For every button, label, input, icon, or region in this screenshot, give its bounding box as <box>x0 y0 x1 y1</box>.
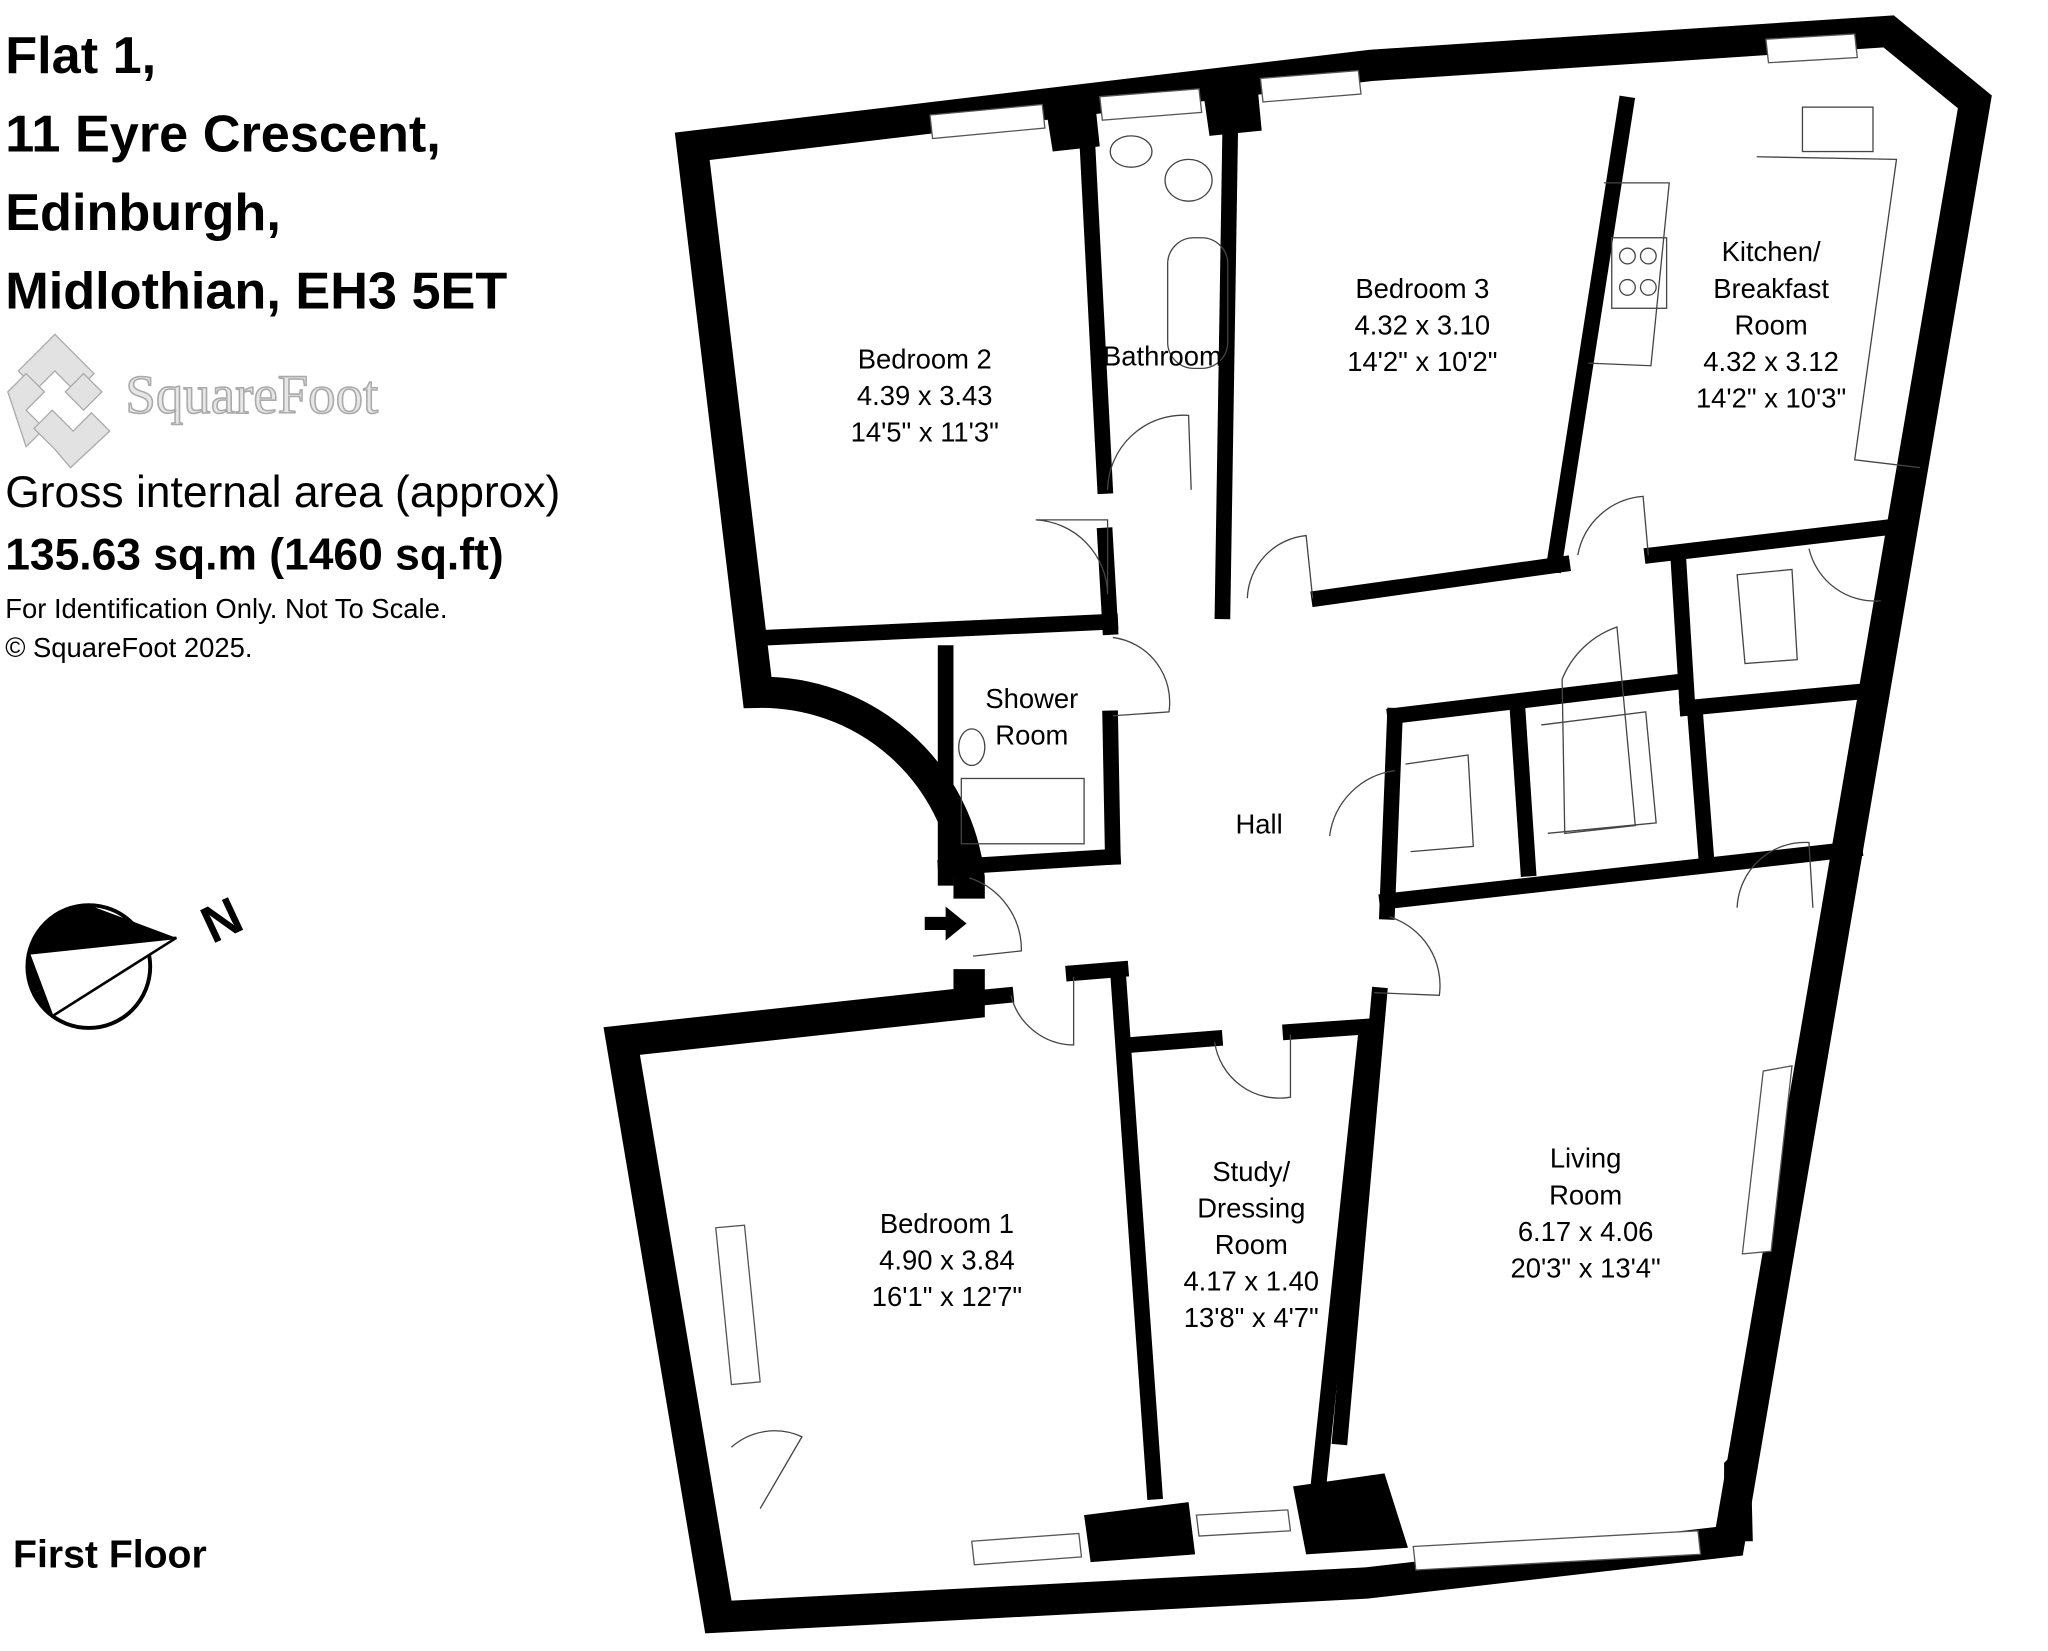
room-study: Study/ Dressing Room 4.17 x 1.40 13'8" x… <box>1183 1156 1319 1333</box>
room-imperial: 14'2" x 10'2" <box>1347 346 1497 377</box>
room-bedroom-2: Bedroom 2 4.39 x 3.43 14'5" x 11'3" <box>851 343 999 447</box>
hob-icon <box>1611 237 1668 309</box>
room-imperial: 14'5" x 11'3" <box>851 417 999 448</box>
room-name: Bedroom 1 <box>880 1208 1014 1239</box>
room-name-line-2: Room <box>1549 1179 1622 1210</box>
floor-label: First Floor <box>13 1533 207 1576</box>
squarefoot-logo: SquareFoot <box>7 333 379 469</box>
room-name-line-3: Room <box>1215 1229 1288 1260</box>
room-name-line-2: Breakfast <box>1713 273 1829 304</box>
room-bedroom-1: Bedroom 1 4.90 x 3.84 16'1" x 12'7" <box>872 1208 1022 1312</box>
room-metric: 6.17 x 4.06 <box>1518 1216 1654 1247</box>
room-kitchen: Kitchen/ Breakfast Room 4.32 x 3.12 14'2… <box>1696 236 1846 413</box>
logo-text: SquareFoot <box>125 364 378 425</box>
room-name-line-1: Living <box>1550 1143 1622 1174</box>
room-shower-room: Shower Room <box>985 683 1078 751</box>
windows <box>715 33 1859 1571</box>
room-name: Bedroom 2 <box>858 343 992 374</box>
address-line-1: Flat 1, <box>5 27 156 85</box>
room-name-line-3: Room <box>1735 309 1808 340</box>
address-line-4: Midlothian, EH3 5ET <box>5 262 507 320</box>
room-imperial: 16'1" x 12'7" <box>872 1281 1022 1312</box>
area-value: 135.63 sq.m (1460 sq.ft) <box>5 530 503 579</box>
room-metric: 4.90 x 3.84 <box>879 1245 1015 1276</box>
room-imperial: 13'8" x 4'7" <box>1184 1302 1319 1333</box>
basin-icon <box>958 728 986 767</box>
room-name: Hall <box>1235 808 1282 839</box>
area-label: Gross internal area (approx) <box>5 468 560 517</box>
shower-tray-icon <box>960 777 1085 845</box>
address-line-2: 11 Eyre Crescent, <box>5 106 441 164</box>
room-name-line-2: Dressing <box>1197 1192 1305 1223</box>
disclaimer: For Identification Only. Not To Scale. <box>5 593 447 624</box>
entrance-arrow-icon <box>924 906 967 941</box>
room-hall: Hall <box>1235 808 1282 839</box>
basin-icon <box>1109 135 1153 168</box>
compass-north-icon: N <box>25 887 252 1030</box>
room-name-line-2: Room <box>995 720 1068 751</box>
room-imperial: 14'2" x 10'3" <box>1696 383 1846 414</box>
room-metric: 4.32 x 3.12 <box>1703 346 1839 377</box>
compass-label: N <box>193 887 252 956</box>
copyright: © SquareFoot 2025. <box>5 632 252 663</box>
room-imperial: 20'3" x 13'4" <box>1510 1252 1660 1283</box>
doors <box>730 414 1881 1509</box>
room-bathroom: Bathroom <box>1103 341 1222 372</box>
fixtures <box>958 106 1921 853</box>
room-name-line-1: Shower <box>985 683 1078 714</box>
sink-icon <box>1801 106 1874 153</box>
wall-piers <box>1044 75 1753 1563</box>
room-bedroom-3: Bedroom 3 4.32 x 3.10 14'2" x 10'2" <box>1347 273 1497 377</box>
room-name: Bathroom <box>1103 341 1222 372</box>
room-metric: 4.17 x 1.40 <box>1183 1265 1319 1296</box>
address-line-3: Edinburgh, <box>5 184 281 242</box>
outer-wall <box>603 15 1992 1634</box>
room-metric: 4.32 x 3.10 <box>1355 309 1491 340</box>
room-name: Bedroom 3 <box>1355 273 1489 304</box>
room-metric: 4.39 x 3.43 <box>857 380 993 411</box>
room-name-line-1: Kitchen/ <box>1722 236 1821 267</box>
bathtub-icon <box>1167 237 1229 370</box>
room-living-room: Living Room 6.17 x 4.06 20'3" x 13'4" <box>1510 1143 1660 1284</box>
address-block: Flat 1, 11 Eyre Crescent, Edinburgh, Mid… <box>5 27 507 320</box>
toilet-icon <box>1164 158 1213 202</box>
room-name-line-1: Study/ <box>1212 1156 1290 1187</box>
